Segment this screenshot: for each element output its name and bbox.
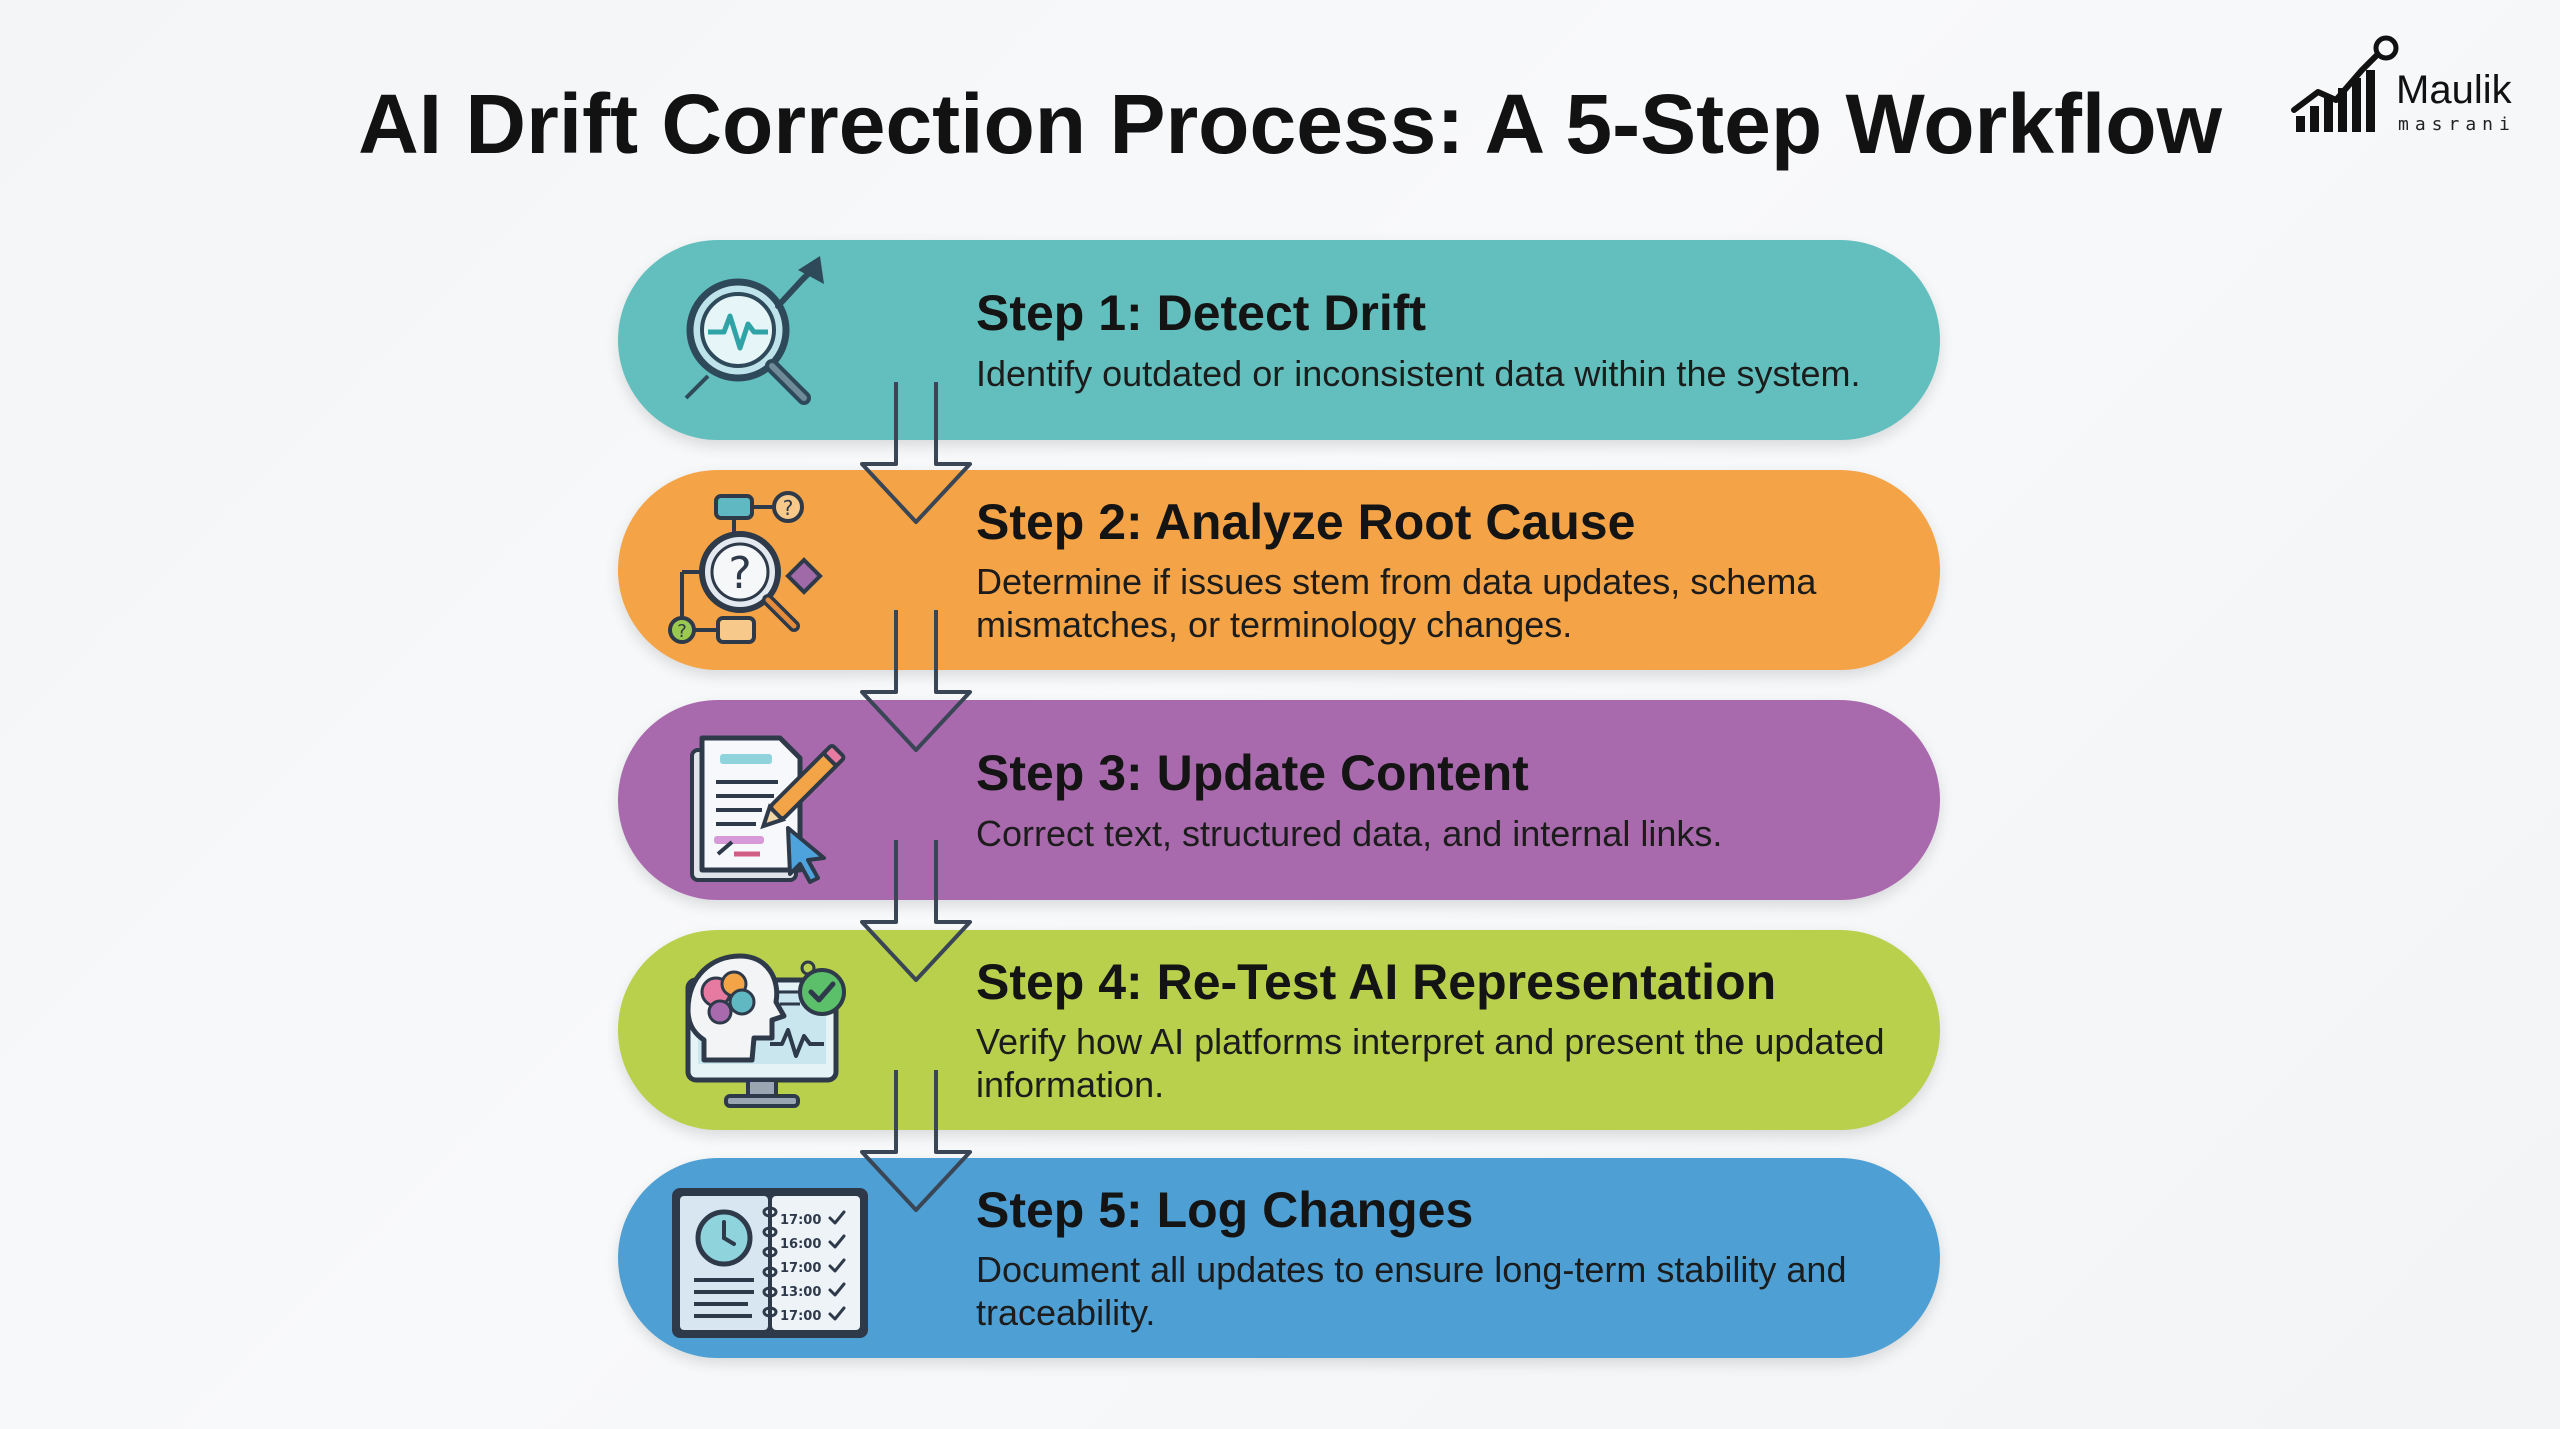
page-title: AI Drift Correction Process: A 5-Step Wo… [358, 77, 2222, 171]
ai-monitor-check-icon [668, 940, 848, 1120]
step-1-card: Step 1: Detect Drift Identify outdated o… [618, 240, 1940, 440]
step-3-description: Correct text, structured data, and inter… [976, 812, 1723, 854]
step-5-title: Step 5: Log Changes [976, 1181, 1474, 1238]
step-4-card: Step 4: Re-Test AI Representation Verify… [618, 930, 1940, 1130]
document-edit-icon [668, 710, 848, 890]
step-1-title: Step 1: Detect Drift [976, 285, 1427, 342]
step-3-card: Step 3: Update Content Correct text, str… [618, 700, 1940, 900]
brand-logo: Maulik masrani [2290, 34, 2530, 144]
step-5-description: Document all updates to ensure long-term… [976, 1249, 1847, 1333]
step-1-text: Step 1: Detect Drift Identify outdated o… [976, 240, 1916, 440]
svg-text:?: ? [783, 496, 794, 520]
step-4-description: Verify how AI platforms interpret and pr… [976, 1021, 1885, 1105]
svg-text:?: ? [677, 621, 687, 642]
magnifier-pulse-icon [668, 250, 848, 430]
log-book-clock-icon: 17:00 16:00 17:00 13:00 17:00 [668, 1168, 868, 1348]
step-2-description: Determine if issues stem from data updat… [976, 561, 1817, 645]
step-1-description: Identify outdated or inconsistent data w… [976, 352, 1861, 394]
step-5-text: Step 5: Log Changes Document all updates… [976, 1158, 1916, 1358]
svg-text:?: ? [728, 548, 751, 599]
step-3-text: Step 3: Update Content Correct text, str… [976, 700, 1916, 900]
step-3-title: Step 3: Update Content [976, 745, 1529, 802]
log-time-3: 17:00 [780, 1261, 821, 1276]
logo-name: Maulik [2396, 68, 2512, 112]
step-4-text: Step 4: Re-Test AI Representation Verify… [976, 930, 1916, 1130]
step-2-card: ? ? ? Step 2: Analyze Root Cause Determi… [618, 470, 1940, 670]
logo-subtitle: masrani [2398, 114, 2516, 135]
step-2-title: Step 2: Analyze Root Cause [976, 493, 1636, 550]
step-5-card: 17:00 16:00 17:00 13:00 17:00 Step 5: Lo… [618, 1158, 1940, 1358]
step-4-title: Step 4: Re-Test AI Representation [976, 953, 1777, 1010]
log-time-4: 13:00 [780, 1285, 821, 1300]
log-time-1: 17:00 [780, 1213, 821, 1228]
root-cause-flow-icon: ? ? ? [668, 480, 848, 660]
chart-logo-icon [2291, 35, 2399, 132]
log-time-2: 16:00 [780, 1237, 821, 1252]
step-2-text: Step 2: Analyze Root Cause Determine if … [976, 470, 1916, 670]
log-time-5: 17:00 [780, 1309, 821, 1324]
